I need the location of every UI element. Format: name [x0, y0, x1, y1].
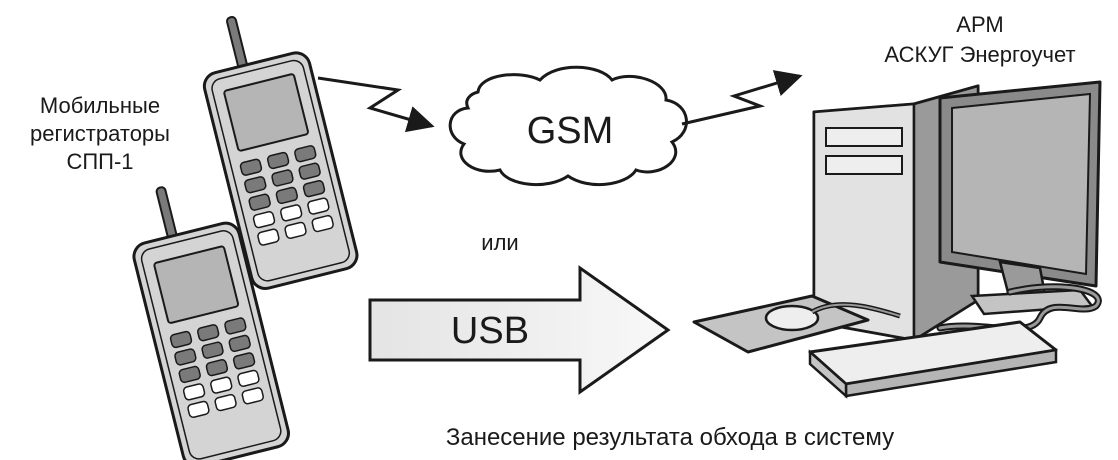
lightning-arrow-to-gsm-icon	[317, 76, 435, 133]
arm-label-line1: АРМ	[956, 12, 1004, 37]
usb-label: USB	[450, 310, 530, 352]
lightning-arrow-to-arm-icon	[681, 70, 803, 126]
or-label: или	[481, 230, 519, 255]
mobile-label-line2: регистраторы	[30, 121, 170, 146]
usb-block-arrow-icon	[368, 265, 671, 395]
mobile-phone-front-icon	[202, 15, 359, 290]
mobile-phone-back-icon	[132, 186, 290, 460]
caption: Занесение результата обхода в систему	[445, 424, 895, 451]
gsm-cloud-icon	[448, 65, 688, 187]
mobile-label-line3: СПП-1	[66, 149, 134, 174]
arm-label-line2: АСКУГ Энергоучет	[884, 42, 1076, 67]
desktop-computer-icon	[692, 80, 1102, 399]
gsm-label: GSM	[526, 110, 614, 152]
mobile-label-line1: Мобильные	[39, 93, 161, 118]
